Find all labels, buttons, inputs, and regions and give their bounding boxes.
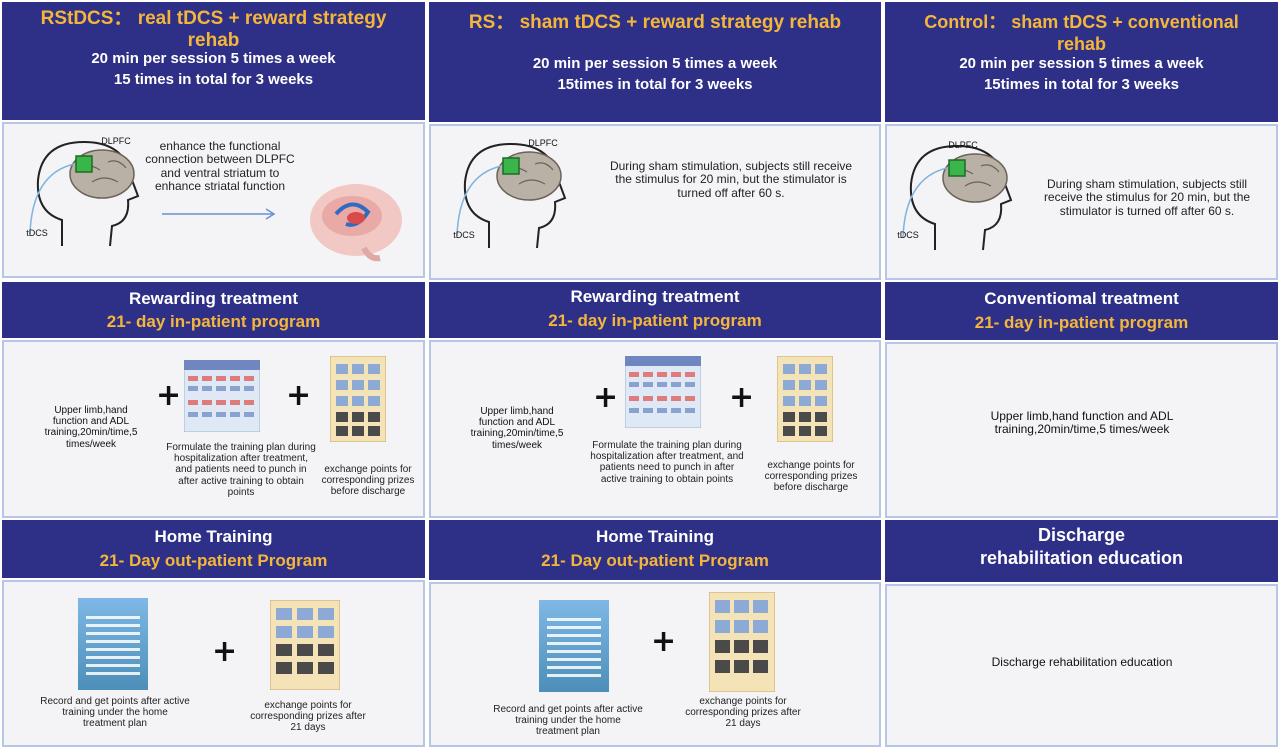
control-bottom-title-line1: Discharge [1037, 525, 1126, 545]
control-bottom-item1: Discharge rehabilitation education [991, 655, 1173, 669]
plus-icon: + [729, 380, 755, 415]
control-dlpfc-label: DLPFC [948, 140, 978, 150]
rs-bottom-item1: Record and get points after active train… [493, 704, 643, 738]
rs-top-body: DLPFC tDCS During sham stimulation, subj… [429, 124, 881, 280]
rs-top-header: RS： sham tDCS + reward strategy rehab 20… [429, 2, 881, 122]
head-brain-icon [902, 144, 1013, 251]
control-detail-line1: 20 min per session 5 times a week [959, 55, 1204, 72]
rstdcs-top-header: RStDCS： real tDCS + reward strategy reha… [2, 2, 425, 120]
arrow-right-icon [162, 208, 276, 220]
prize-poster-icon [777, 356, 833, 442]
rstdcs-title-line2: rehab [187, 30, 240, 51]
rs-bottom-title: Home Training [595, 527, 715, 546]
plus-icon: + [212, 634, 238, 669]
rs-middle-subtitle: 21- day in-patient program [548, 311, 762, 330]
control-description: During sham stimulation, subjects still … [1043, 177, 1251, 218]
rs-middle-item3: exchange points for corresponding prizes… [764, 460, 858, 494]
control-middle-item1: Upper limb,hand function and ADL trainin… [990, 409, 1174, 437]
rs-detail-line2: 15times in total for 3 weeks [557, 76, 753, 93]
rstdcs-bottom-header: Home Training 21- Day out-patient Progra… [2, 520, 425, 578]
rstdcs-middle-body: Upper limb,hand function and ADL trainin… [2, 340, 425, 518]
rstdcs-bottom-title: Home Training [154, 527, 273, 546]
control-tdcs-label: tDCS [897, 230, 919, 240]
control-top-header: Control： sham tDCS + conventional rehab … [885, 2, 1278, 122]
rs-tdcs-label: tDCS [453, 230, 475, 240]
control-detail-line2: 15times in total for 3 weeks [983, 76, 1180, 93]
prize-poster-icon [709, 592, 775, 692]
rstdcs-bottom-item2: exchange points for corresponding prizes… [250, 700, 366, 734]
rs-middle-header: Rewarding treatment 21- day in-patient p… [429, 282, 881, 338]
control-title-line2: rehab [1056, 34, 1107, 54]
rstdcs-detail-line1: 20 min per session 5 times a week [91, 50, 336, 67]
rs-bottom-item2: exchange points for corresponding prizes… [685, 696, 801, 730]
rstdcs-middle-item1: Upper limb,hand function and ADL trainin… [44, 405, 138, 450]
column-rs: RS： sham tDCS + reward strategy rehab 20… [429, 2, 881, 747]
control-top-body: DLPFC tDCS During sham stimulation, subj… [885, 124, 1278, 280]
rstdcs-middle-header: Rewarding treatment 21- day in-patient p… [2, 282, 425, 338]
control-middle-subtitle: 21- day in-patient program [974, 313, 1189, 332]
plus-icon: + [156, 378, 182, 413]
rstdcs-middle-title: Rewarding treatment [128, 289, 299, 308]
rstdcs-description: enhance the functional connection betwee… [145, 139, 295, 194]
rs-middle-title: Rewarding treatment [570, 287, 740, 306]
home-plan-sheet-icon [78, 598, 148, 690]
rs-bottom-body: + Record and get points after active tra… [429, 582, 881, 747]
head-brain-icon [456, 142, 567, 249]
rs-description: During sham stimulation, subjects still … [609, 159, 853, 200]
rs-middle-item2: Formulate the training plan during hospi… [590, 440, 744, 485]
rs-bottom-subtitle: 21- Day out-patient Program [541, 551, 769, 570]
rs-middle-body: Upper limb,hand function and ADL trainin… [429, 340, 881, 518]
rstdcs-bottom-item1: Record and get points after active train… [40, 696, 190, 730]
control-title-line1: Control： sham tDCS + conventional [924, 12, 1239, 32]
plus-icon: + [593, 380, 619, 415]
control-middle-header: Conventiomal treatment 21- day in-patien… [885, 282, 1278, 340]
rs-middle-item1: Upper limb,hand function and ADL trainin… [470, 406, 564, 451]
calendar-chart-icon [184, 360, 260, 432]
rstdcs-middle-item2: Formulate the training plan during hospi… [166, 442, 316, 498]
rstdcs-top-body: DLPFC tDCS enhance the functional connec… [2, 122, 425, 278]
column-rstdcs: RStDCS： real tDCS + reward strategy reha… [2, 2, 425, 747]
home-plan-sheet-icon [539, 600, 609, 692]
prize-poster-icon [330, 356, 386, 442]
control-middle-title: Conventiomal treatment [984, 289, 1179, 308]
brain-striatum-icon [310, 184, 402, 262]
rs-bottom-header: Home Training 21- Day out-patient Progra… [429, 520, 881, 580]
control-bottom-body: Discharge rehabilitation education [885, 584, 1278, 747]
control-bottom-title-line2: rehabilitation education [979, 548, 1184, 568]
calendar-chart-icon [625, 356, 701, 428]
plus-icon: + [286, 378, 312, 413]
rs-detail-line1: 20 min per session 5 times a week [532, 55, 778, 72]
rstdcs-middle-subtitle: 21- day in-patient program [106, 312, 321, 331]
plus-icon: + [651, 624, 677, 659]
prize-poster-icon [270, 600, 340, 690]
column-control: Control： sham tDCS + conventional rehab … [885, 2, 1278, 747]
rstdcs-dlpfc-label: DLPFC [101, 136, 131, 146]
control-bottom-header: Discharge rehabilitation education [885, 520, 1278, 582]
rstdcs-middle-item3: exchange points for corresponding prizes… [321, 464, 415, 498]
rs-dlpfc-label: DLPFC [528, 138, 558, 148]
rstdcs-detail-line2: 15 times in total for 3 weeks [113, 71, 314, 88]
rstdcs-bottom-body: + Record and get points after active tra… [2, 580, 425, 747]
rstdcs-title-line1: RStDCS： real tDCS + reward strategy [40, 8, 387, 29]
rstdcs-bottom-subtitle: 21- Day out-patient Program [99, 551, 328, 570]
rs-title-line1: RS： sham tDCS + reward strategy rehab [468, 12, 842, 33]
control-middle-body: Upper limb,hand function and ADL trainin… [885, 342, 1278, 518]
rstdcs-tdcs-label: tDCS [26, 228, 48, 238]
head-brain-icon [29, 140, 140, 247]
